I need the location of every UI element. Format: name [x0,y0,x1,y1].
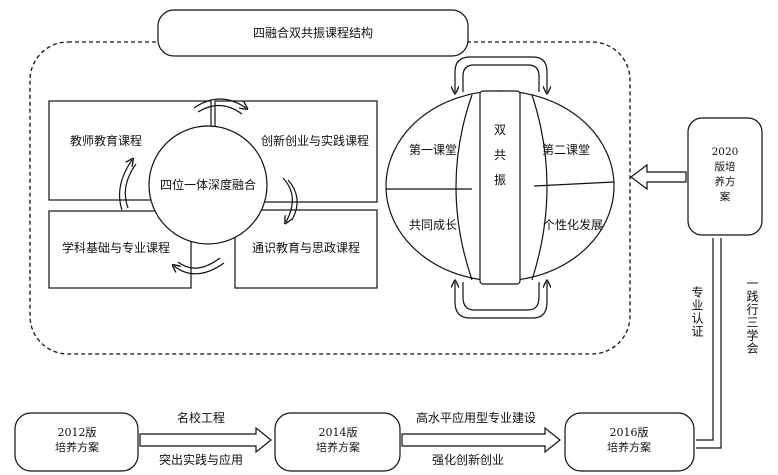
general-course-label: 通识教育与思政课程 [251,241,361,255]
arrow-2014-to-2016 [401,426,561,454]
plan2014-line2: 培养方案 [316,441,360,454]
plan2020-year: 2020 [711,146,739,158]
plan2012-line2: 培养方案 [55,441,99,454]
second-class-label: 第二课堂 [541,143,591,157]
plan2016-line2: 培养方案 [607,441,651,454]
arrow1-bottom-label: 突出实践与应用 [158,453,244,467]
arrow-2012-to-2014 [139,426,272,454]
resonance-left-arc [455,94,473,281]
individual-label: 个性化发展 [542,218,604,232]
plan2020-line1: 版培 [714,161,736,173]
center-circle [148,125,268,245]
teacher-course-label: 教师教育课程 [69,134,143,148]
subject-course-label: 学科基础与专业课程 [61,241,171,255]
resonance-char-3: 振 [493,173,507,187]
plan2014-box [274,412,401,472]
center-label: 四位一体深度融合 [159,178,257,192]
top-loop-arrow [455,56,547,92]
plan2012-line1: 2012版 [57,426,97,439]
innovation-course-label: 创新创业与实践课程 [260,134,370,148]
plan2016-line1: 2016版 [609,426,649,439]
resonance-char-1: 双 [493,123,507,137]
resonance-right-arc [531,94,548,281]
resonance-center-box [479,90,521,285]
plan2012-label: 2012版 培养方案 [45,425,109,455]
cycle-arrows [119,98,298,275]
bottom-loop-arrow [455,282,547,319]
certification-label: 专业认证 [690,286,704,338]
general-box [234,209,378,289]
plan2014-line1: 2014版 [318,426,358,439]
plan2016-label: 2016版 培养方案 [596,425,662,455]
arrow-2020-to-oval [630,163,687,191]
title-box [157,9,469,57]
plan2012-box [14,412,139,472]
resonance-char-2: 共 [493,148,507,162]
arrow2-top-label: 高水平应用型专业建设 [415,411,537,425]
diagram-title: 四融合双共振课程结构 [252,26,374,40]
vertical-connector [696,238,722,449]
plan2020-line2: 养方 [714,176,736,188]
co-growth-label: 共同成长 [408,218,458,232]
plan2020-box [687,117,763,236]
plan2016-box [564,412,695,472]
plan2014-label: 2014版 培养方案 [305,425,371,455]
arrow1-top-label: 名校工程 [176,411,226,425]
arrow2-bottom-label: 强化创新创业 [431,453,505,467]
first-class-label: 第一课堂 [408,143,458,157]
plan2020-line3: 案 [719,191,731,203]
practice-label: 一践行三学会 [745,277,759,355]
plan2020-label: 2020 版培 养方 案 [700,145,750,205]
